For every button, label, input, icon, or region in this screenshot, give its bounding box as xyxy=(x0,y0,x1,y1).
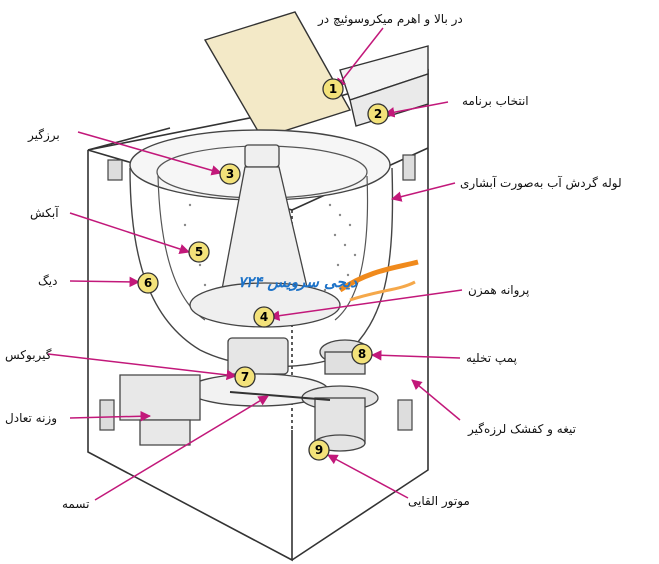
label-program-select: انتخاب برنامه xyxy=(462,94,529,108)
label-gearbox: گیربوکس xyxy=(5,348,52,362)
agitator xyxy=(189,144,341,328)
label-counterweight: وزنه تعادل xyxy=(5,411,58,425)
arrow-4 xyxy=(268,289,463,321)
counterweight-block xyxy=(119,374,201,446)
marker-7-text: 7 xyxy=(241,370,249,384)
label-waterfall-pipe: لوله گردش آب به‌صورت آبشاری xyxy=(460,176,622,190)
label-softener: برزگیر xyxy=(28,128,60,142)
label-agitator: پروانه همزن xyxy=(468,283,530,297)
motor xyxy=(301,385,379,452)
marker-4-text: 4 xyxy=(260,310,268,324)
label-motor: موتور القایی xyxy=(408,494,470,508)
marker-2: 2 xyxy=(367,103,389,125)
arrow-counterweight xyxy=(69,410,152,422)
marker-6-text: 6 xyxy=(144,276,152,290)
marker-9: 9 xyxy=(308,439,330,461)
arrow-waterfall xyxy=(390,182,456,202)
arrow-7 xyxy=(47,353,238,381)
arrow-6 xyxy=(69,276,141,288)
arrow-1 xyxy=(335,27,384,89)
label-drum: آبکش xyxy=(30,206,59,220)
marker-4: 4 xyxy=(253,306,275,328)
marker-6: 6 xyxy=(137,272,159,294)
callout-arrows xyxy=(47,27,463,501)
marker-8: 8 xyxy=(351,343,373,365)
arrow-9 xyxy=(327,454,409,499)
label-belt: تسمه xyxy=(62,497,90,511)
belt xyxy=(229,391,331,401)
label-tub: دیگ xyxy=(38,274,58,288)
marker-5-text: 5 xyxy=(195,245,203,259)
marker-3: 3 xyxy=(219,163,241,185)
arrow-belt xyxy=(94,395,269,501)
marker-9-text: 9 xyxy=(315,443,323,457)
arrow-8 xyxy=(370,350,461,361)
arrow-damper xyxy=(411,379,461,421)
arrow-2 xyxy=(383,101,449,118)
marker-5: 5 xyxy=(188,241,210,263)
markers: 1 2 3 4 5 6 7 8 9 xyxy=(137,78,389,461)
label-lid-switch: در بالا و اهرم میکروسوئیچ در xyxy=(318,12,463,26)
marker-1-text: 1 xyxy=(329,82,337,96)
watermark-logo xyxy=(338,259,419,302)
marker-8-text: 8 xyxy=(358,347,366,361)
dampers xyxy=(99,154,416,431)
arrow-5 xyxy=(69,212,190,255)
marker-1: 1 xyxy=(322,78,344,100)
marker-3-text: 3 xyxy=(226,167,234,181)
marker-7: 7 xyxy=(234,366,256,388)
watermark-text: دیجی سرویس ۷۲۴ xyxy=(238,273,358,291)
arrow-3 xyxy=(77,131,223,176)
marker-2-text: 2 xyxy=(374,107,382,121)
label-drain-pump: پمپ تخلیه xyxy=(466,351,517,365)
lid xyxy=(203,11,352,139)
label-damper: تیغه و کفشک لرزه‌گیر xyxy=(468,422,576,436)
